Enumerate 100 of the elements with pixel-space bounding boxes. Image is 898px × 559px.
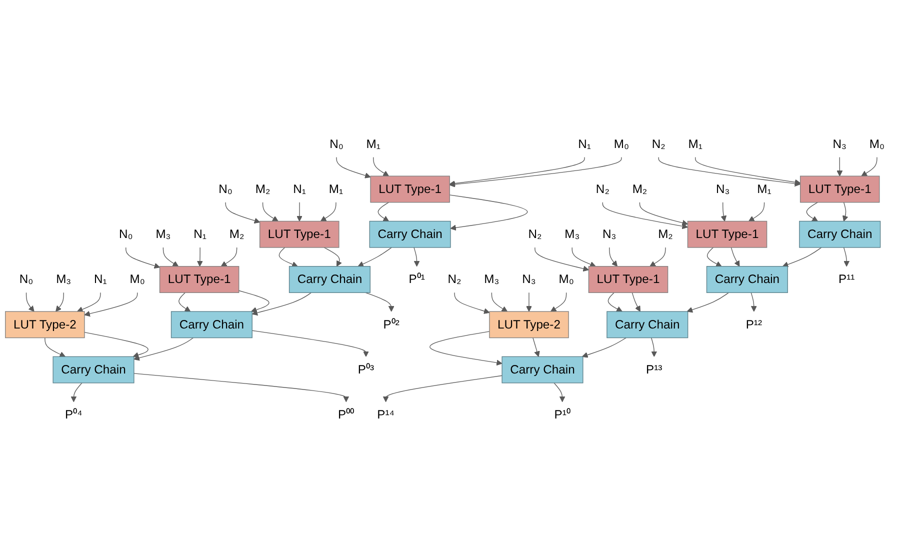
arrow — [532, 337, 540, 357]
node-text: M₀ — [869, 136, 885, 150]
arrow — [695, 156, 801, 186]
arrow — [220, 247, 238, 267]
node-text: P⁰⁴ — [64, 408, 82, 422]
node-text: N₁ — [94, 272, 107, 286]
arrow — [650, 337, 658, 357]
arrow — [358, 247, 392, 267]
arrow — [77, 292, 101, 312]
node-text: M₁ — [366, 136, 380, 150]
arrow — [252, 292, 312, 316]
arrow — [449, 156, 585, 186]
arrow — [650, 247, 666, 267]
arrow — [720, 202, 727, 222]
node-text: M₁ — [757, 182, 772, 196]
arrow — [782, 247, 822, 268]
arrow — [534, 247, 589, 272]
node-text: N₁ — [194, 227, 206, 241]
arrow — [296, 202, 302, 222]
node-text: N₀ — [218, 182, 232, 196]
arrow — [609, 247, 618, 267]
node-box: Carry Chain — [799, 220, 881, 248]
node-text: N₃ — [602, 227, 616, 241]
node-text: N₀ — [19, 272, 34, 286]
arrow — [320, 202, 336, 222]
node-box: LUT Type-1 — [370, 176, 450, 203]
node-text: P⁰⁰ — [338, 408, 354, 422]
arrow — [449, 156, 622, 188]
arrow — [26, 292, 34, 312]
arrow — [414, 247, 420, 267]
node-text: M₃ — [156, 227, 171, 241]
node-text: M₃ — [484, 272, 500, 286]
node-box: LUT Type-1 — [800, 176, 880, 203]
node-text: N₃ — [522, 272, 536, 286]
arrow — [278, 247, 298, 268]
arrow — [632, 292, 640, 312]
arrow — [526, 292, 532, 312]
arrow — [861, 156, 878, 176]
arrow — [262, 202, 278, 222]
arrow — [706, 247, 722, 267]
node-text: M₂ — [229, 227, 244, 241]
node-box: Carry Chain — [606, 311, 688, 338]
arrow — [836, 156, 843, 176]
node-text: M₀ — [130, 272, 145, 286]
arrow — [56, 292, 64, 312]
node-box: Carry Chain — [288, 266, 370, 293]
node-text: P¹⁰ — [554, 408, 570, 422]
arrow — [238, 290, 270, 313]
node-text: M₂ — [632, 182, 648, 196]
arrow — [430, 331, 502, 366]
node-text: P¹⁴ — [377, 408, 394, 422]
node-text: P⁰¹ — [408, 272, 425, 286]
node-text: N₀ — [330, 136, 344, 150]
node-text: M₃ — [56, 272, 72, 286]
node-box: LUT Type-1 — [159, 266, 240, 293]
arrow — [324, 247, 342, 267]
node-text: M₂ — [658, 227, 673, 241]
node-text: M₀ — [614, 136, 629, 150]
arrow — [225, 202, 260, 224]
arrow — [639, 202, 688, 226]
arrow — [843, 247, 850, 267]
arrow — [449, 194, 528, 231]
arrow — [491, 292, 508, 312]
arrow — [750, 292, 757, 312]
arrow — [842, 202, 848, 222]
arrow — [554, 382, 566, 402]
node-text: M₁ — [328, 182, 344, 196]
node-text: M₁ — [688, 136, 702, 150]
arrow — [162, 247, 179, 267]
arrow — [602, 202, 688, 230]
arrow — [378, 202, 390, 222]
node-box: Carry Chain — [706, 266, 788, 293]
node-text: N₃ — [832, 136, 846, 150]
node-box: Carry Chain — [502, 356, 584, 384]
node-box: Carry Chain — [52, 356, 134, 384]
arrow — [178, 292, 191, 312]
arrow — [126, 247, 160, 269]
arrow — [582, 337, 626, 358]
arrow — [373, 156, 389, 176]
node-text: P⁰² — [383, 318, 400, 332]
arrow — [658, 156, 801, 187]
arrow — [806, 202, 818, 222]
node-box: LUT Type-2 — [5, 311, 85, 338]
arrow — [748, 202, 765, 222]
node-text: N₁ — [578, 136, 591, 150]
node-text: N₃ — [716, 182, 730, 196]
node-text: N₂ — [652, 136, 666, 150]
node-box: LUT Type-1 — [259, 220, 340, 248]
arrow — [454, 292, 490, 314]
arrow — [252, 330, 369, 357]
arrow — [382, 375, 502, 402]
node-text: N₀ — [118, 227, 133, 241]
node-text: M₃ — [564, 227, 580, 241]
node-box: LUT Type-2 — [489, 311, 569, 338]
arrow — [550, 292, 567, 312]
arrow — [84, 332, 148, 358]
node-text: P¹¹ — [838, 272, 855, 286]
arrow — [336, 156, 371, 178]
arrow — [196, 247, 203, 267]
arrow — [572, 247, 596, 268]
